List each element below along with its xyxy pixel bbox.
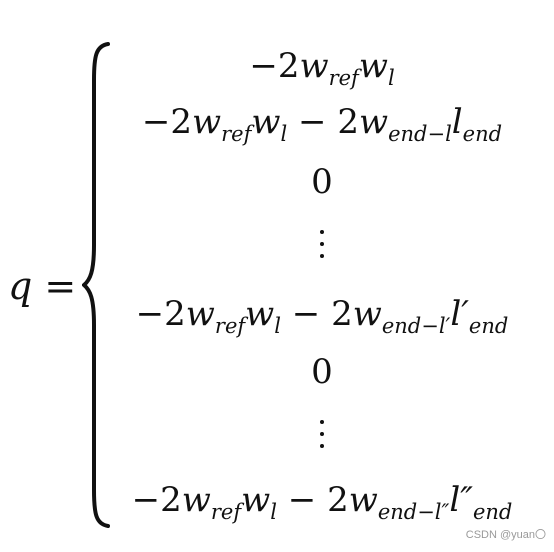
sub-l: l <box>270 500 277 524</box>
case-row-7 <box>110 414 534 465</box>
sub-end: end <box>472 500 513 524</box>
var-l-prime: l′ <box>450 294 469 334</box>
coef-two: 2 <box>331 294 353 334</box>
var-l: l <box>451 102 463 142</box>
case-row-6: 0 <box>110 350 534 394</box>
vertical-ellipsis-icon <box>317 224 327 264</box>
lhs-variable: q <box>8 264 33 308</box>
coef: −2 <box>131 480 182 520</box>
case-row-2: −2wrefwl − 2wend−llend <box>110 100 534 146</box>
var-w: w <box>358 102 389 142</box>
var-l-dprime: l″ <box>449 480 473 520</box>
sub-l: l <box>274 314 281 338</box>
sub-l: l <box>280 122 288 146</box>
op-minus: − <box>287 102 338 142</box>
equation-lhs: q = <box>8 262 76 310</box>
case-row-1: −2wrefwl <box>110 44 534 90</box>
case-row-4 <box>110 224 534 275</box>
sub-ref: ref <box>221 122 252 146</box>
var-w: w <box>352 294 382 334</box>
left-brace-icon <box>82 42 110 528</box>
op-minus: − <box>280 294 332 334</box>
case-row-3: 0 <box>110 160 534 204</box>
var-w: w <box>181 480 211 520</box>
coef-two: 2 <box>327 480 349 520</box>
case-row-5: −2wrefwl − 2wend−l′l′end <box>110 292 534 338</box>
sub-l: l <box>387 66 395 90</box>
sub-end: end <box>462 122 503 146</box>
lhs-equals: = <box>44 264 77 308</box>
vertical-ellipsis-icon <box>317 414 327 454</box>
zero-value: 0 <box>311 162 333 202</box>
var-w: w <box>185 294 215 334</box>
sub-ref: ref <box>214 314 246 338</box>
sub-end-minus-l: end−l <box>388 122 452 146</box>
op-minus: − <box>276 480 328 520</box>
coef: −2 <box>141 102 193 142</box>
sub-ref: ref <box>210 500 242 524</box>
var-w: w <box>241 480 271 520</box>
sub-end-minus-l-prime: end−l′ <box>381 314 451 338</box>
coef: −2 <box>249 46 300 86</box>
watermark: CSDN @yuan〇 <box>465 529 546 541</box>
coef: −2 <box>135 294 186 334</box>
var-w: w <box>251 102 281 142</box>
coef-two: 2 <box>337 102 359 142</box>
var-w: w <box>245 294 275 334</box>
sub-ref: ref <box>328 66 359 90</box>
sub-end: end <box>468 314 509 338</box>
var-w: w <box>192 102 222 142</box>
zero-value: 0 <box>311 352 333 392</box>
var-w: w <box>348 480 378 520</box>
var-w: w <box>358 46 388 86</box>
case-row-8: −2wrefwl − 2wend−l″l″end <box>110 478 534 524</box>
var-w: w <box>299 46 329 86</box>
sub-end-minus-l-dprime: end−l″ <box>377 500 450 524</box>
